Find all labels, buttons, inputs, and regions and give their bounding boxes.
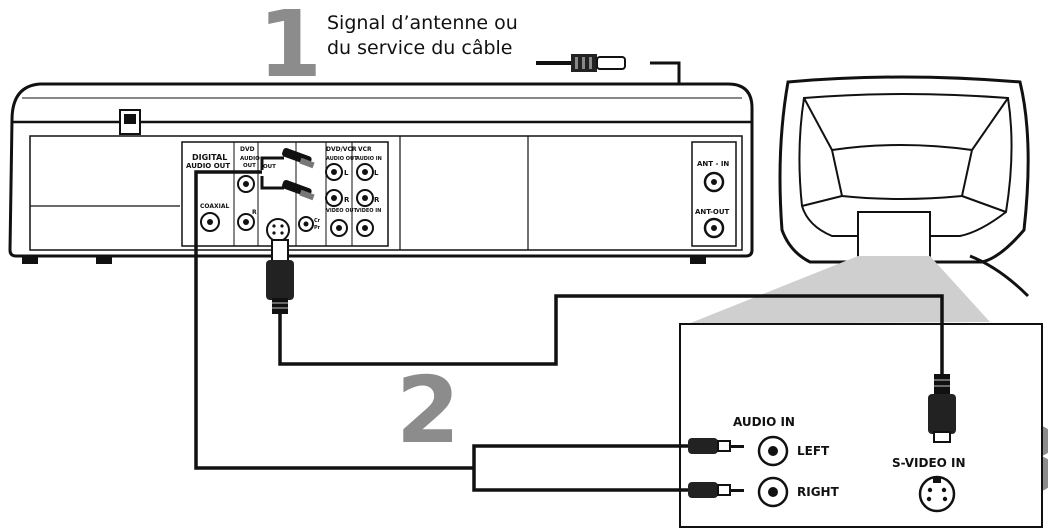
tv-left-label: LEFT xyxy=(797,444,830,458)
ant-in-label: ANT - IN xyxy=(697,160,729,168)
ant-in-jack xyxy=(703,171,725,193)
dvd-vcr-audio-out-r-jack xyxy=(325,189,343,207)
s-video-cable xyxy=(266,239,956,443)
antenna-caption-line2: du service du câble xyxy=(327,37,513,59)
coaxial-jack xyxy=(200,212,220,232)
tv-right-label: RIGHT xyxy=(797,485,840,499)
audio-in-label: AUDIO IN xyxy=(356,156,382,162)
vcr-video-in-jack xyxy=(356,219,374,237)
audio-out-label: AUDIO OUT xyxy=(326,156,358,162)
tv-audio-right-jack xyxy=(757,476,789,508)
dvd-vcr-label: DVD/VCR xyxy=(326,146,357,153)
antenna-caption-line1: Signal d’antenne ou xyxy=(327,12,518,34)
digital-audio-out-label-line2: AUDIO OUT xyxy=(186,162,230,170)
pr-label: Pr xyxy=(314,225,321,231)
tv-jack-panel: AUDIO IN LEFT RIGHT S-VIDEO IN xyxy=(679,323,1043,528)
vcr-audio-in-r-jack xyxy=(356,189,374,207)
tv-s-video-in-label: S-VIDEO IN xyxy=(892,456,966,470)
vcr-l-label: L xyxy=(374,169,379,177)
cr-label: Cr xyxy=(314,218,321,224)
dvd-vcr-l-label: L xyxy=(344,169,349,177)
dvd-r-label: R xyxy=(252,209,257,216)
dvd-label: DVD xyxy=(240,146,255,153)
dvd-vcr-video-out-jack xyxy=(330,219,348,237)
vcr-r-label: R xyxy=(374,196,380,204)
audio-plugs-recorder-end xyxy=(260,147,315,201)
vcr-audio-in-l-jack xyxy=(356,163,374,181)
digital-audio-out-label-line1: DIGITAL xyxy=(192,153,227,162)
ant-out-label: ANT-OUT xyxy=(695,208,730,216)
tv-audio-in-label: AUDIO IN xyxy=(733,415,795,429)
coaxial-label: COAXIAL xyxy=(200,203,229,210)
tv-s-video-in-jack xyxy=(918,475,956,513)
dvd-vcr-audio-out-l-jack xyxy=(325,163,343,181)
out-label: OUT xyxy=(263,164,276,170)
dvd-s-video-out-jack xyxy=(266,218,290,242)
ant-out-jack xyxy=(703,217,725,239)
dvd-audio-r-jack xyxy=(237,213,255,231)
tv-audio-left-jack xyxy=(757,435,789,467)
step-number-1: 1 xyxy=(258,0,322,98)
zoom-callout xyxy=(688,256,990,324)
dvd-audio-l-jack xyxy=(237,175,255,193)
dvd-audio-out-label-line1: AUDIO xyxy=(240,156,260,162)
video-out-label: VIDEO OUT xyxy=(326,208,358,214)
audio-cable xyxy=(194,170,744,498)
television xyxy=(778,75,1030,298)
step-number-2: 2 xyxy=(396,357,460,464)
video-in-label: VIDEO IN xyxy=(356,208,381,214)
dvd-vcr-r-label: R xyxy=(344,196,350,204)
dvd-audio-out-label-line2: OUT xyxy=(243,163,256,169)
vcr-label: VCR xyxy=(358,146,372,153)
dvd-vcr-unit: DIGITAL AUDIO OUT COAXIAL DVD AUDIO OUT … xyxy=(8,82,754,264)
component-cr-jack xyxy=(298,216,314,232)
